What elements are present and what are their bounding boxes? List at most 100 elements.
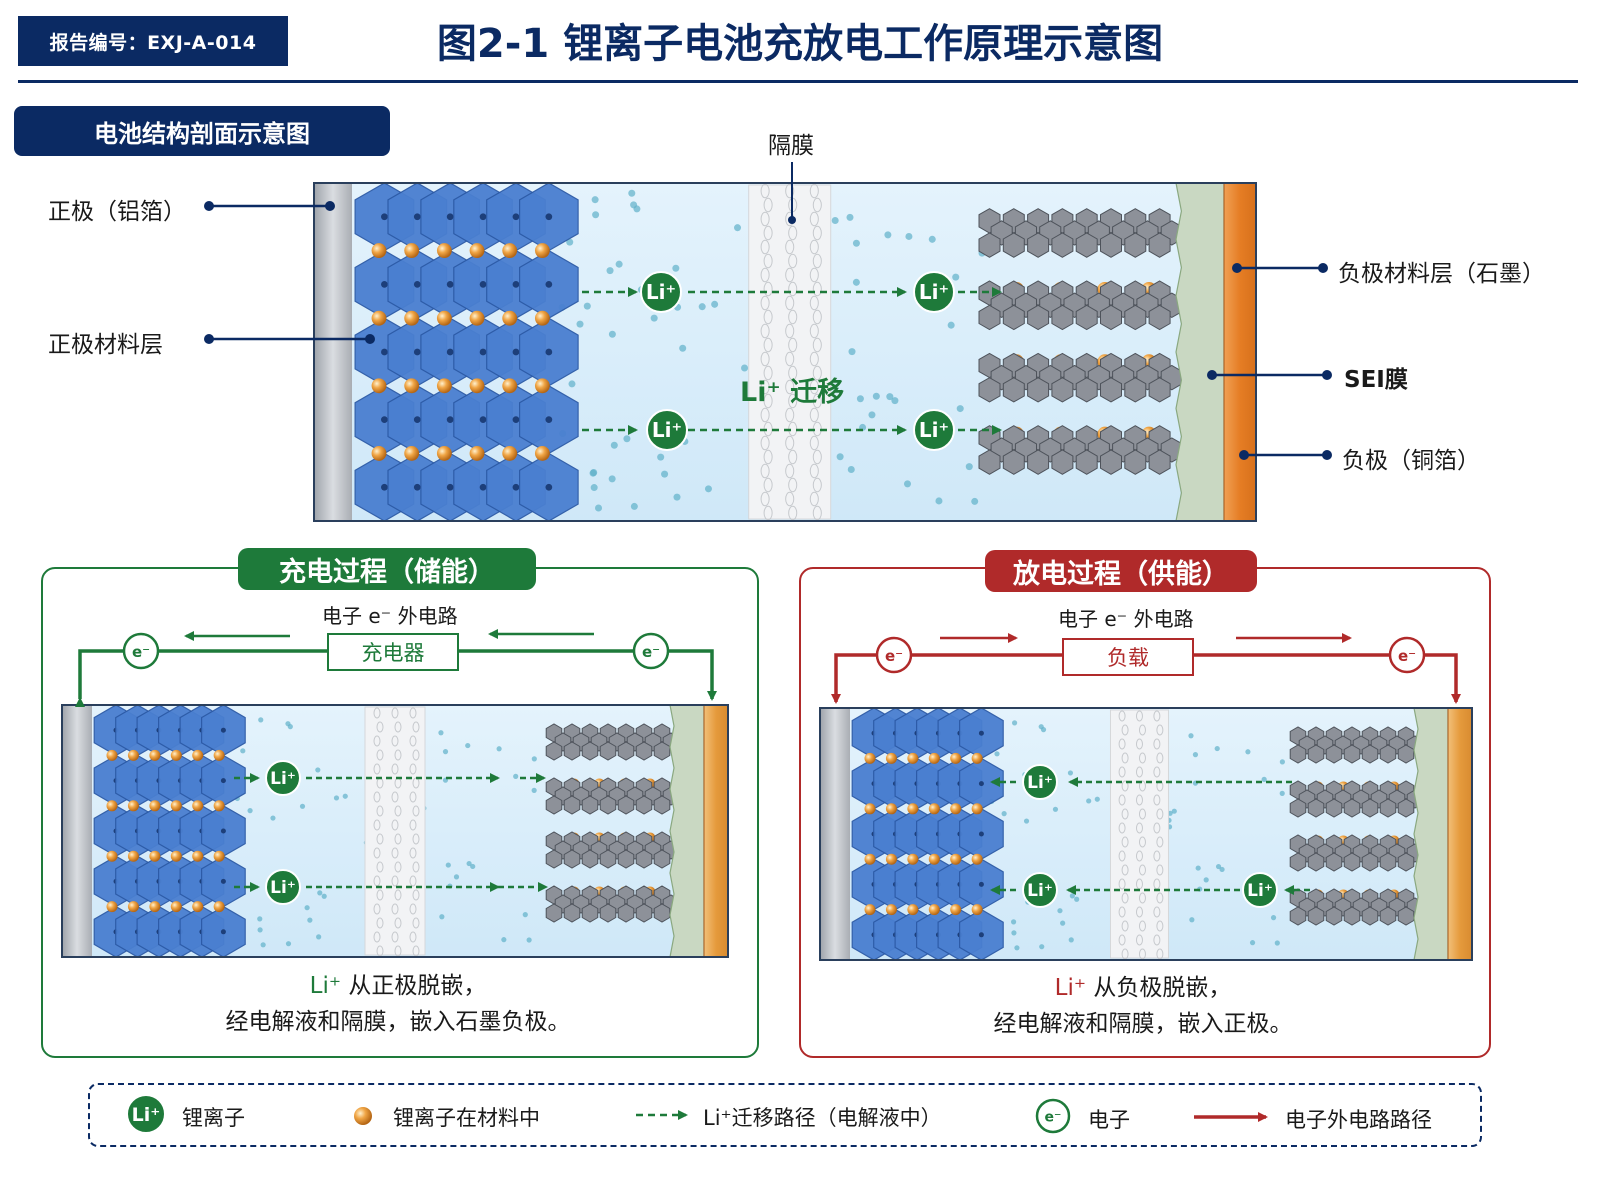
separator-pore: [812, 337, 822, 353]
graphite-layer-icon: [1307, 744, 1325, 764]
separator-pore: [1121, 808, 1129, 820]
electrolyte-dot: [650, 314, 658, 322]
legend-lithium-ion-badge-icon-text: Li⁺: [132, 1104, 161, 1126]
lithium-sphere-icon: [170, 901, 182, 913]
separator-pore: [1118, 878, 1126, 890]
electrolyte-dot: [1011, 720, 1018, 726]
leader-dot: [788, 216, 796, 224]
cathode-atom: [479, 213, 487, 221]
electrolyte-dot: [260, 942, 266, 948]
electrolyte-dot: [847, 466, 855, 474]
separator-pore: [1156, 920, 1164, 932]
separator-pore: [785, 295, 795, 311]
lithium-sphere-icon: [534, 243, 550, 259]
separator-pore: [1153, 822, 1161, 834]
electrolyte-dot: [630, 201, 638, 209]
separator-pore: [788, 393, 798, 409]
separator-pore: [760, 183, 770, 199]
graphite-layer-icon: [1397, 798, 1415, 818]
lithium-ion-badge-icon-text: Li⁺: [270, 878, 296, 898]
separator-pore: [785, 435, 795, 451]
graphite-layer-icon: [1361, 798, 1379, 818]
graphite-layer-icon: [1027, 449, 1050, 475]
lithium-sphere-icon: [106, 901, 118, 913]
cathode-atom: [446, 348, 454, 356]
graphite-layer-icon: [1075, 377, 1098, 403]
separator-pore: [785, 407, 795, 423]
electron-badge-icon: [1388, 636, 1426, 674]
lithium-sphere-icon: [404, 378, 420, 394]
load-box: 负载: [1062, 638, 1194, 676]
electrolyte-dot: [1060, 920, 1066, 926]
aluminum-foil: [820, 708, 850, 960]
separator-pore: [391, 847, 399, 859]
electrolyte-dot: [315, 767, 321, 773]
lithium-ion-badge-icon-text: Li⁺: [646, 280, 676, 304]
electrolyte-dot: [257, 927, 263, 933]
electrolyte-dot: [1189, 917, 1195, 923]
separator-pore: [1121, 920, 1129, 932]
separator-pore: [409, 847, 417, 859]
separator-pore: [1138, 892, 1146, 904]
graphite-layer-icon: [1075, 449, 1098, 475]
lithium-sphere-icon: [404, 445, 420, 461]
graphite-layer-icon: [599, 795, 617, 815]
electrolyte-dot: [1010, 919, 1017, 925]
separator-pore: [760, 295, 770, 311]
separator-pore: [409, 707, 417, 719]
separator-pore: [409, 903, 417, 915]
graphite-layer-icon: [563, 903, 581, 923]
electrolyte-dot: [905, 232, 913, 240]
leader-dot: [365, 334, 375, 344]
separator-pore: [373, 847, 381, 859]
lithium-sphere-icon: [885, 752, 897, 764]
separator-pore: [1153, 906, 1161, 918]
separator-pore: [788, 281, 798, 297]
lithium-sphere-icon: [502, 243, 518, 259]
cell-frame: [61, 704, 729, 958]
graphite-layer-icon: [1148, 232, 1171, 258]
electrolyte-dot: [304, 905, 310, 911]
graphite-layer-icon: [1027, 232, 1050, 258]
graphite-layer-icon: [599, 741, 617, 761]
cathode-atom: [413, 213, 421, 221]
separator-pore: [391, 875, 399, 887]
separator-pore: [376, 889, 384, 901]
electrolyte-dot: [1171, 808, 1177, 814]
lithium-sphere-icon: [192, 800, 204, 812]
lithium-sphere-icon: [971, 904, 983, 916]
separator-pore: [1135, 934, 1143, 946]
separator-pore: [812, 505, 822, 521]
electron-badge-icon: [122, 632, 160, 670]
lithium-sphere-icon: [928, 904, 940, 916]
electron-badge-text: e⁻: [1045, 1110, 1062, 1126]
lithium-sphere-icon: [192, 901, 204, 913]
lithium-sphere-icon: [950, 752, 962, 764]
electrolyte-dot: [679, 344, 687, 352]
electrolyte-dot: [522, 912, 528, 918]
electrolyte-dot: [1279, 790, 1285, 796]
lithium-sphere-icon: [971, 752, 983, 764]
separator-pore: [1135, 850, 1143, 862]
separator-pore: [412, 889, 420, 901]
separator-pore: [391, 763, 399, 775]
separator-pore: [1121, 864, 1129, 876]
separator-pore: [1153, 766, 1161, 778]
lithium-sphere-icon: [371, 445, 387, 461]
electrolyte-dot: [956, 405, 964, 413]
separator-pore: [763, 309, 773, 325]
title-divider: [18, 80, 1578, 83]
cathode-atom: [978, 932, 984, 938]
separator-pore: [1138, 864, 1146, 876]
graphite-layer-icon: [1343, 744, 1361, 764]
leader-dot: [204, 201, 214, 211]
electrolyte-dot: [439, 914, 445, 920]
electrolyte-dot: [1274, 940, 1280, 946]
sei-film: [1175, 182, 1225, 522]
electrolyte-dot: [501, 937, 507, 943]
electrolyte-dot: [848, 348, 856, 356]
separator-pore: [1118, 822, 1126, 834]
lithium-sphere-icon: [502, 445, 518, 461]
separator-pore: [409, 791, 417, 803]
separator-pore: [1118, 906, 1126, 918]
